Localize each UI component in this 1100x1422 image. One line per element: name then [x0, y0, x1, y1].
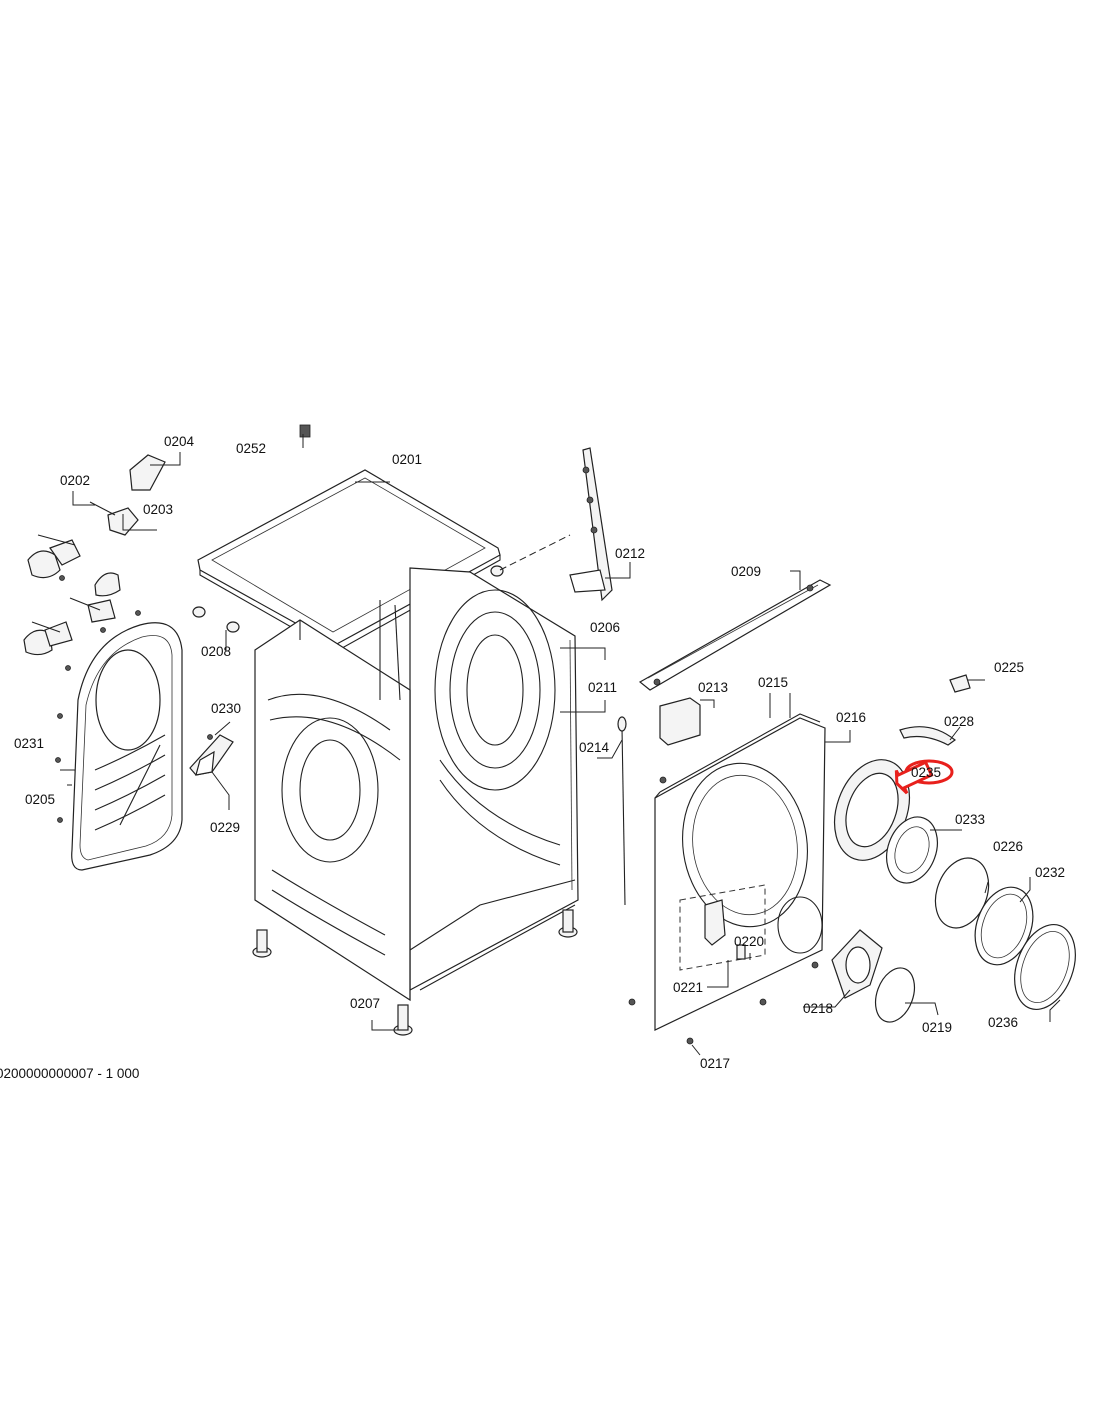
part-0228 [899, 726, 956, 746]
callout-0211: 0211 [588, 680, 617, 695]
callout-0230: 0230 [211, 701, 241, 716]
callout-0202: 0202 [60, 473, 90, 488]
callout-0236: 0236 [988, 1015, 1018, 1030]
callout-0213: 0213 [698, 680, 728, 695]
screw-0252 [299, 424, 311, 438]
door-ring-0236 [1014, 923, 1076, 1011]
side-panel-0205 [71, 622, 183, 871]
callout-0206: 0206 [590, 620, 620, 635]
footer-reference: 0200000000007 - 1 000 [0, 1066, 139, 1081]
highlight-0235 [894, 759, 954, 795]
callout-labels: 0201 0202 0203 0204 0205 0206 0207 0208 … [14, 434, 1065, 1071]
door-glass-0233 [886, 816, 938, 884]
callout-0221: 0221 [673, 980, 703, 995]
cabinet-0206 [252, 567, 579, 1036]
part-0225 [949, 674, 971, 693]
callout-0252: 0252 [236, 441, 266, 456]
door-ring-0235 [834, 759, 910, 861]
part-0219 [874, 967, 916, 1023]
callout-0204: 0204 [164, 434, 195, 449]
callout-0214: 0214 [579, 740, 610, 755]
leader-lines [60, 434, 1061, 1056]
callout-0229: 0229 [210, 820, 240, 835]
callout-0215: 0215 [758, 675, 788, 690]
top-lid-0201 [197, 469, 501, 653]
callout-0205: 0205 [25, 792, 55, 807]
callout-0212: 0212 [615, 546, 645, 561]
bracket-0229 [189, 734, 234, 776]
callout-0203: 0203 [143, 502, 173, 517]
rail-0212 [569, 447, 613, 602]
callout-0231: 0231 [14, 736, 44, 751]
top-rail-0209 [638, 579, 832, 691]
callout-0233: 0233 [955, 812, 985, 827]
rod-0214 [617, 716, 627, 906]
callout-0225: 0225 [994, 660, 1024, 675]
front-panel-0216 [654, 713, 826, 1031]
callout-0208: 0208 [201, 644, 231, 659]
hinge-parts-cluster [23, 454, 213, 823]
callout-0201: 0201 [392, 452, 422, 467]
door-ring-0226 [934, 857, 990, 929]
callout-0220: 0220 [734, 934, 764, 949]
callout-0235: 0235 [911, 765, 941, 780]
callout-0228: 0228 [944, 714, 974, 729]
callout-0219: 0219 [922, 1020, 952, 1035]
callout-0217: 0217 [700, 1056, 730, 1071]
callout-0226: 0226 [993, 839, 1023, 854]
callout-0216: 0216 [836, 710, 866, 725]
callout-0207: 0207 [350, 996, 380, 1011]
door-hinge-0218 [831, 929, 883, 999]
module-0213 [659, 697, 701, 746]
callout-0209: 0209 [731, 564, 761, 579]
washers-0208 [192, 565, 504, 633]
callout-0232: 0232 [1035, 865, 1065, 880]
door-ring-0232 [974, 886, 1034, 966]
callout-0218: 0218 [803, 1001, 833, 1016]
